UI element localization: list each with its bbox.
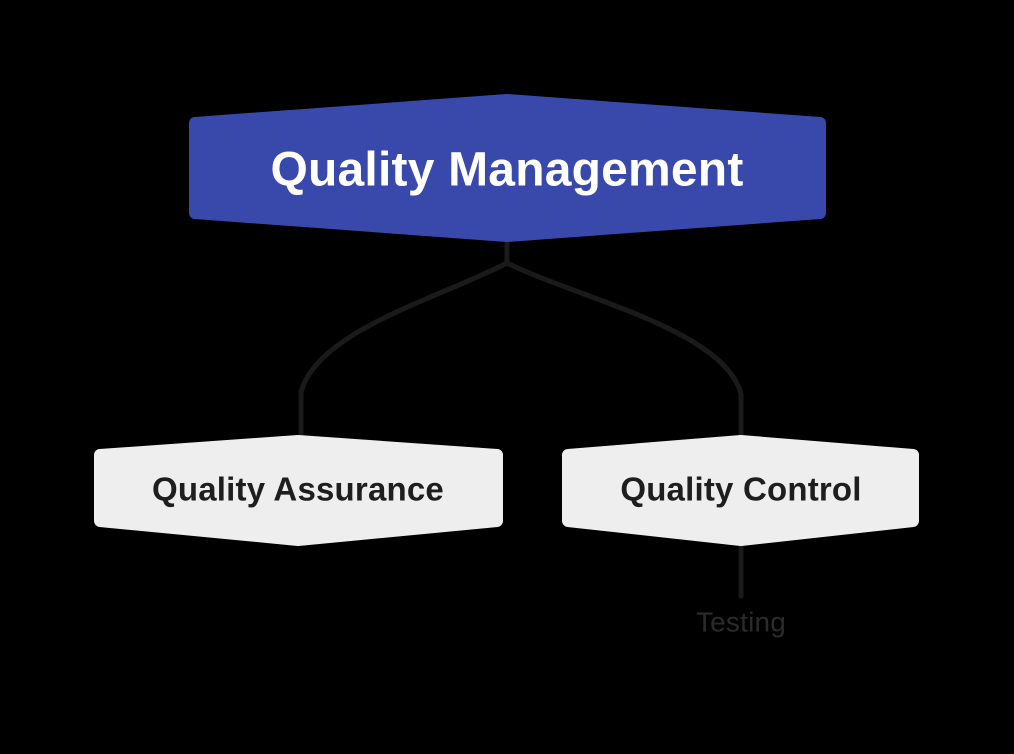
node-quality-assurance-shape[interactable] <box>94 435 503 546</box>
node-testing-label[interactable]: Testing <box>696 607 786 638</box>
node-quality-assurance-label: Quality Assurance <box>152 471 444 508</box>
node-quality-assurance[interactable]: Quality Assurance <box>94 435 503 546</box>
node-quality-control[interactable]: Quality Control <box>562 435 919 546</box>
connectors <box>298 231 744 599</box>
node-quality-management[interactable]: Quality Management <box>189 94 826 242</box>
node-quality-control-label: Quality Control <box>620 471 861 508</box>
node-quality-control-shape[interactable] <box>562 435 919 546</box>
node-quality-management-label: Quality Management <box>270 144 743 197</box>
node-quality-management-shape[interactable] <box>189 94 826 242</box>
connector-root-to-quality-control <box>504 260 744 453</box>
connector-root-to-quality-assurance <box>298 231 510 453</box>
